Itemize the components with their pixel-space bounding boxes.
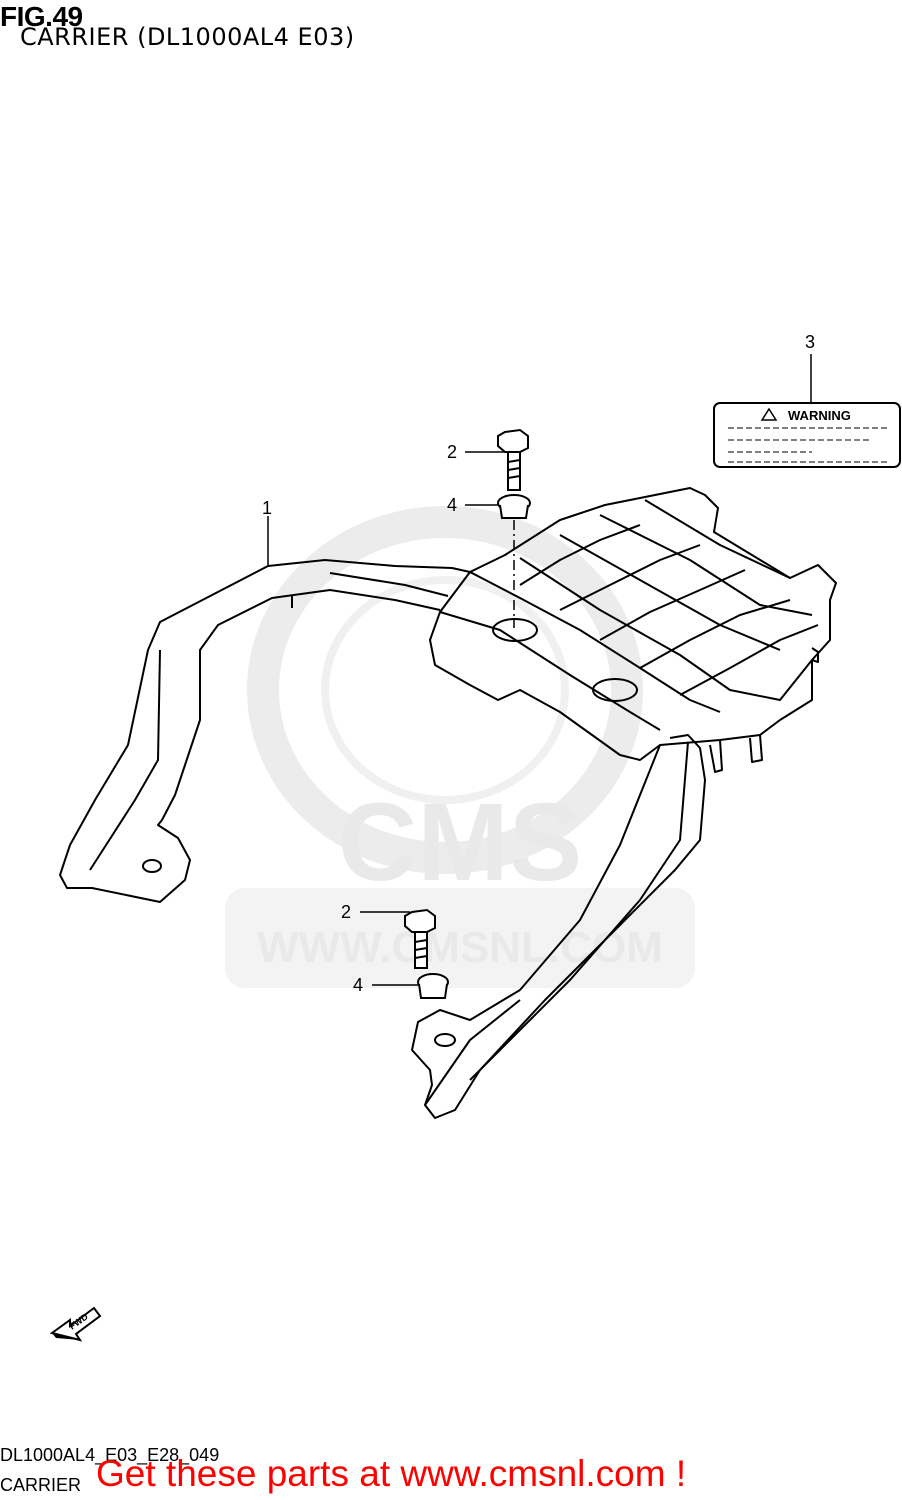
promo-link[interactable]: Get these parts at www.cmsnl.com ! [96, 1453, 687, 1494]
callout-4-lower: 4 [353, 975, 363, 995]
warning-label-text: WARNING [788, 408, 851, 423]
leader-lines [267, 354, 812, 986]
diagram-name: CARRIER [0, 1475, 82, 1495]
callout-4-upper: 4 [447, 495, 457, 515]
warning-triangle-icon [760, 407, 778, 421]
watermark: CMS WWW.CMSNL.COM [225, 506, 695, 988]
watermark-brand: CMS [338, 781, 582, 904]
callout-2-lower: 2 [341, 902, 351, 922]
watermark-url: WWW.CMSNL.COM [257, 923, 663, 972]
washer-lower [417, 973, 449, 999]
figure-number: FIG.49 [0, 1, 83, 32]
warning-label: WARNING [713, 402, 901, 468]
callout-2-upper: 2 [447, 442, 457, 462]
fwd-arrow-icon: FWD [49, 1306, 102, 1342]
bolt-lower [404, 908, 436, 969]
figure-title: CARRIER (DL1000AL4 E03) [20, 23, 355, 51]
washer-upper [497, 494, 531, 519]
carrier-frame [59, 487, 837, 1119]
bolt-upper [497, 428, 529, 491]
callout-1: 1 [262, 498, 272, 518]
diagram-code: DL1000AL4_E03_E28_049 [0, 1445, 220, 1465]
callout-3: 3 [805, 332, 815, 352]
